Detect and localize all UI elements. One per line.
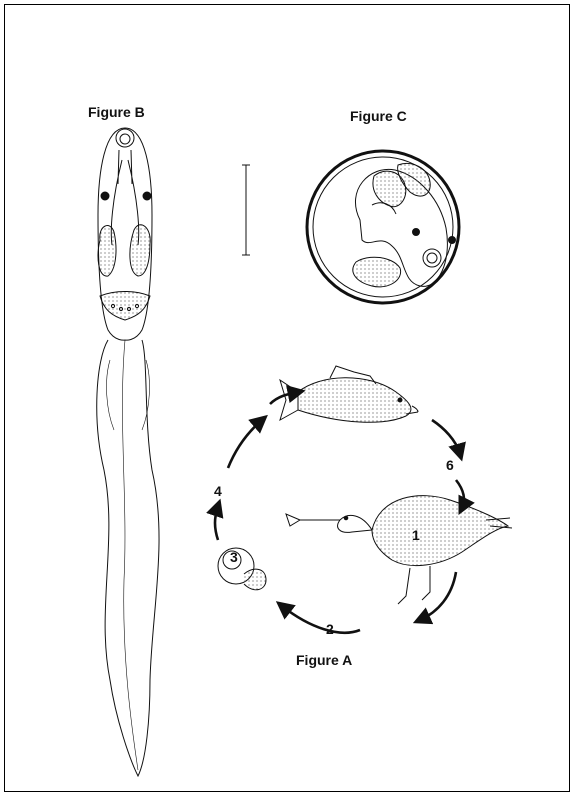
step-label-4: 4 [214,483,222,499]
gonad-right [130,225,150,276]
cyst-gonad-lower [353,257,401,287]
life-cycle-diagram: 1 2 3 4 5 6 [214,366,512,637]
encysted-larva-drawing [307,151,459,303]
arrow-6-to-1 [432,420,460,454]
eyespot-right [143,192,151,200]
step-label-5: 5 [254,415,262,431]
step-label-3: 3 [230,549,238,565]
scale-bar [242,165,250,255]
arrow-2-to-3 [282,606,360,633]
arrow-3-to-4 [215,506,218,540]
fish-host-drawing [280,366,418,422]
bird-host-drawing [286,496,512,604]
ventral-gland [100,292,150,321]
step-label-2: 2 [326,621,334,637]
worm-tail [97,340,159,776]
step-label-1: 1 [412,527,420,543]
step-label-6: 6 [446,457,454,473]
eyespot-left [101,192,109,200]
cyst-oral-sucker [423,249,441,267]
adult-worm-drawing [97,128,159,776]
snail-host-drawing [218,548,266,590]
gonad-left [98,226,116,277]
